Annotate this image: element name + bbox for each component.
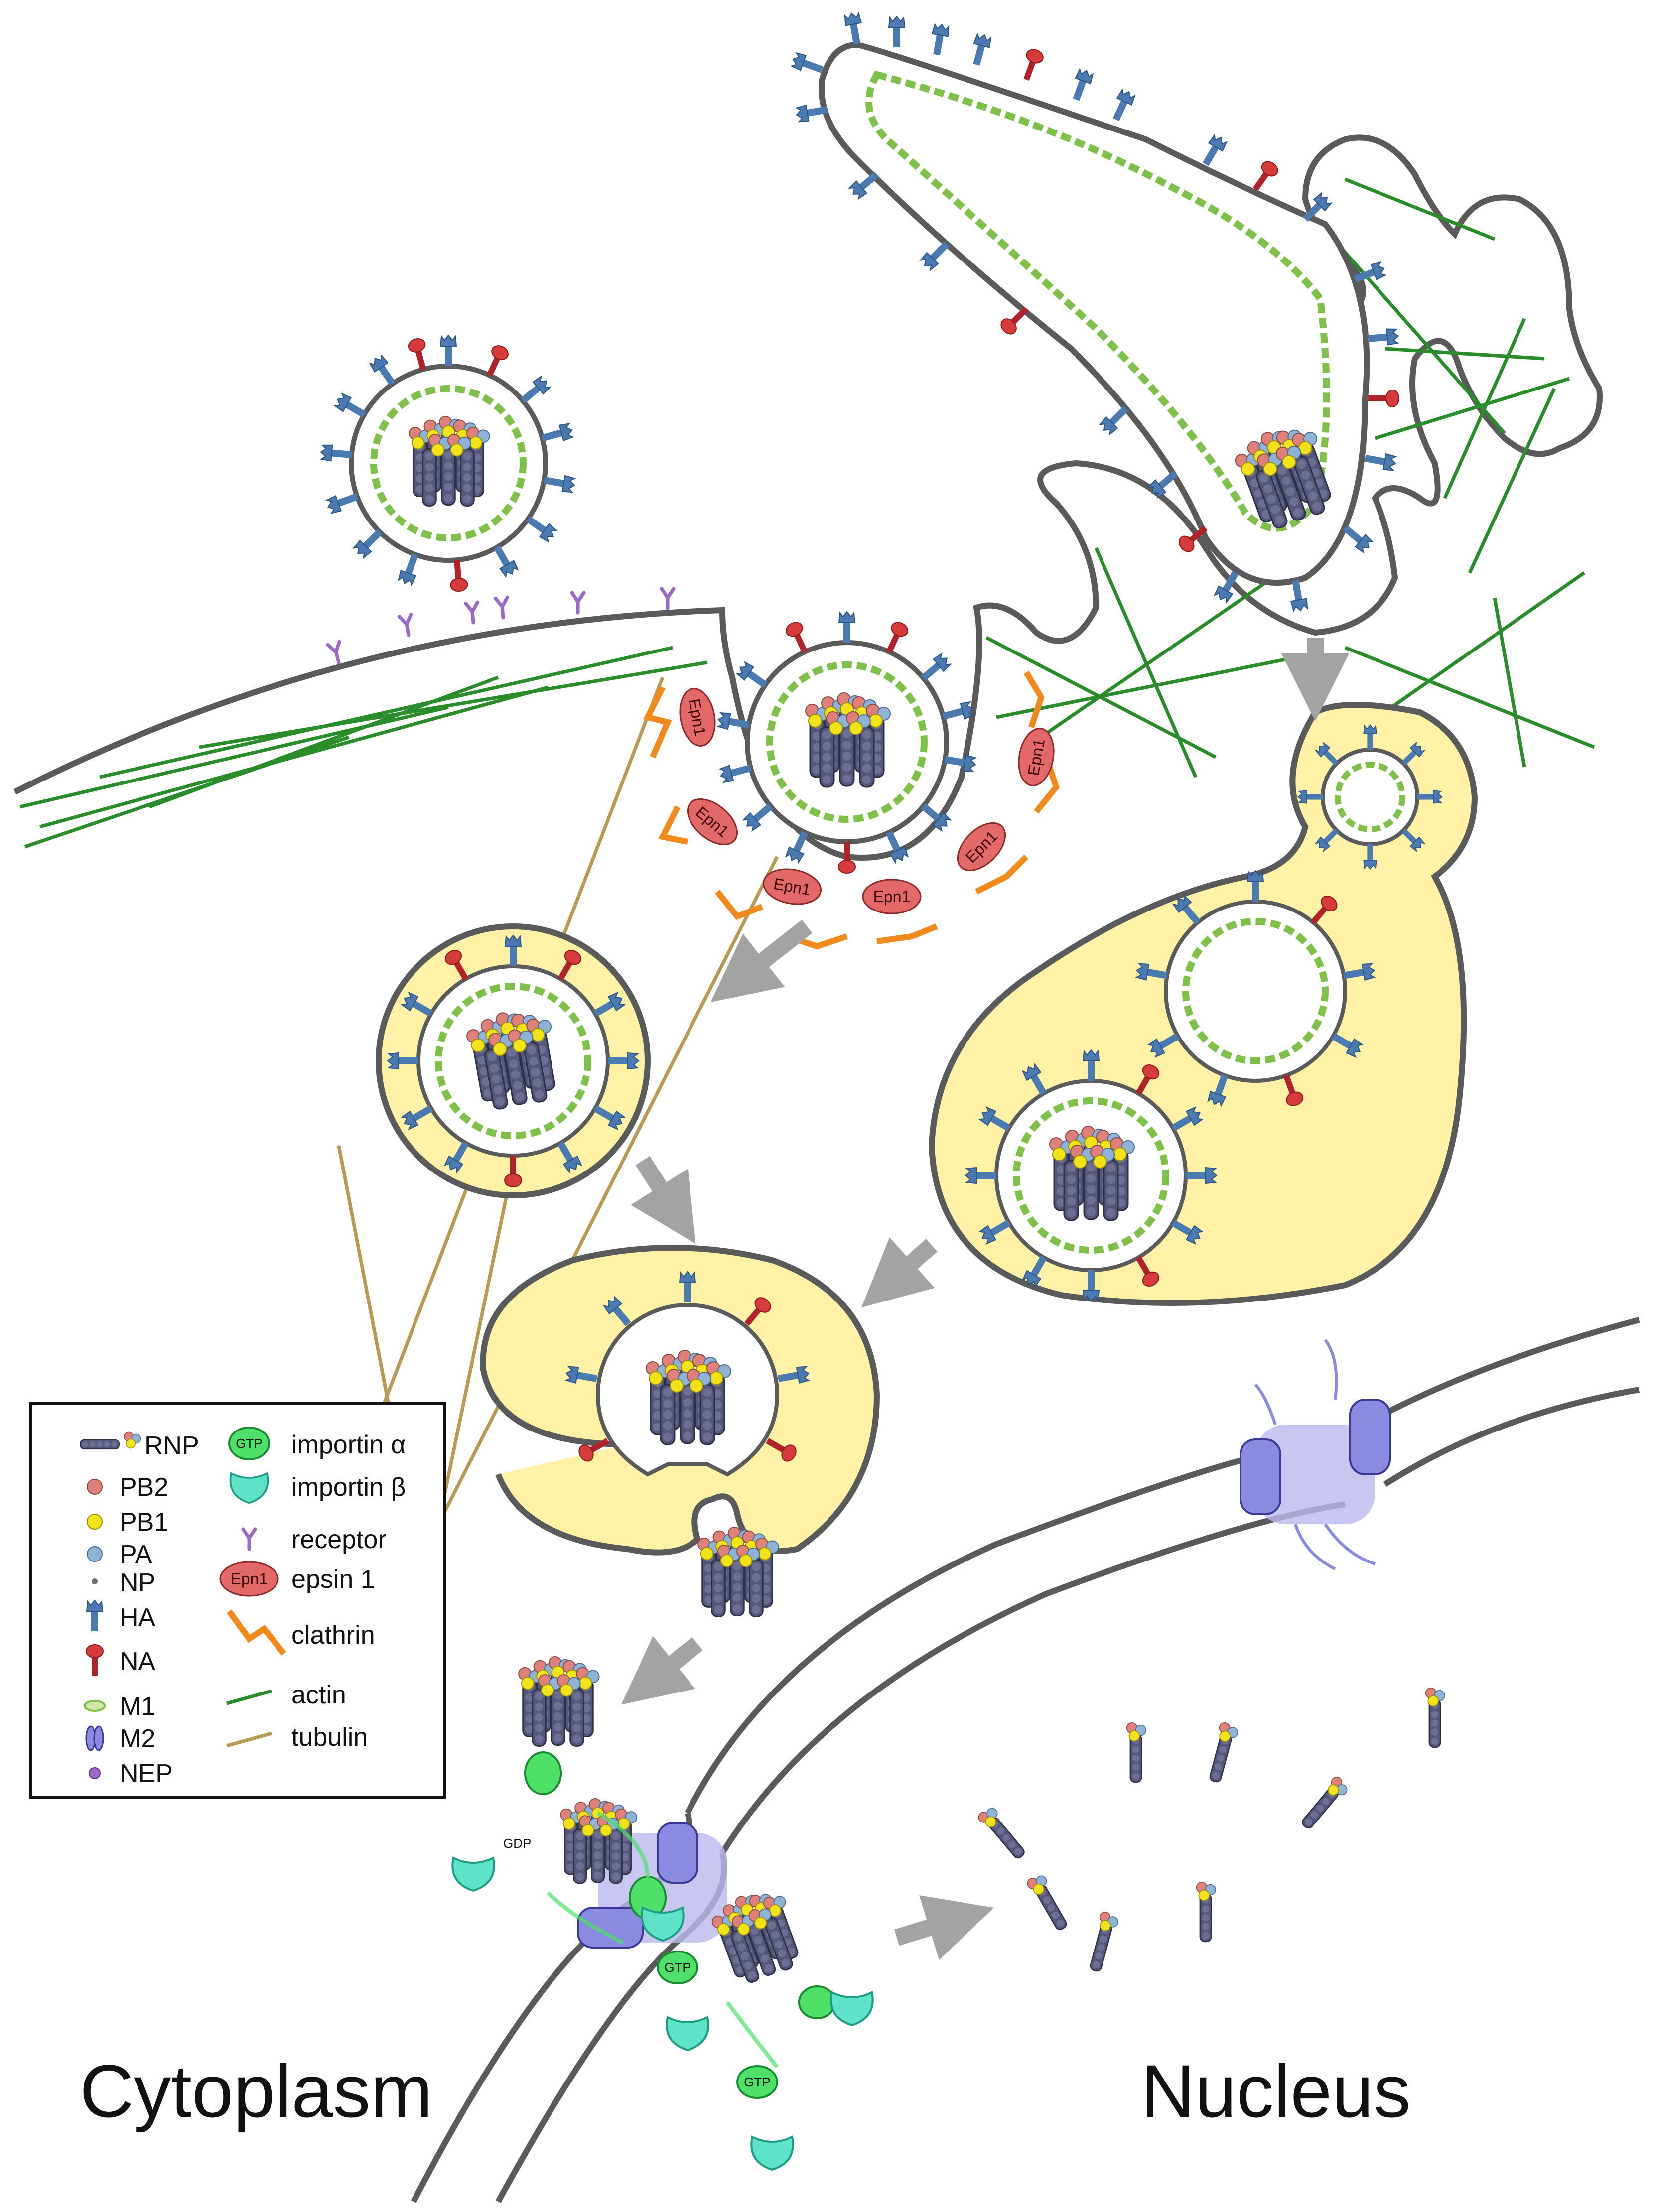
legend: RNP PB2 PB1 PA NP HA NA M1 M2 NEP GTP Ep… [29, 1402, 446, 1799]
legend-label-rnp: RNP [144, 1431, 199, 1460]
surface-receptors [328, 589, 674, 664]
gtp-label: GTP [744, 2075, 770, 2089]
epsin-label: Epn1 [873, 888, 911, 906]
epsin-icon: Epn1 [219, 1561, 279, 1597]
m2-icon [85, 1725, 104, 1751]
actin-icon [226, 1689, 272, 1705]
legend-label-na: NA [120, 1647, 156, 1676]
nep-icon [89, 1767, 101, 1779]
pa-icon [87, 1546, 103, 1562]
filamentous-virion [790, 11, 1400, 613]
legend-label-actin: actin [291, 1681, 346, 1709]
gtp-label: GTP [664, 1960, 690, 1975]
importin-alpha-group: GTP GTP [524, 1751, 836, 2099]
clathrin-icon [227, 1609, 286, 1656]
legend-label-ha: HA [120, 1603, 156, 1632]
legend-label-epsin: epsin 1 [291, 1565, 375, 1594]
cytoplasm-label: Cytoplasm [80, 2049, 433, 2133]
legend-label-clathrin: clathrin [291, 1621, 375, 1650]
actin-filaments [19, 177, 1595, 849]
virion-clathrin-pit [716, 611, 977, 874]
legend-label-importin-beta: importin β [291, 1473, 406, 1502]
legend-label-tubulin: tubulin [291, 1723, 368, 1752]
legend-icons-col2: GTP Epn1 [219, 1427, 286, 1748]
importin-recycling-arrows [547, 1811, 779, 2069]
legend-label-nep: NEP [120, 1759, 173, 1788]
macropinosome [928, 702, 1478, 1306]
late-endosome-fusion [480, 1245, 880, 1556]
legend-label-np: NP [120, 1568, 155, 1597]
virion-attached [349, 364, 548, 563]
legend-icons-col1 [80, 1431, 141, 1779]
nuclear-rnps [976, 1688, 1445, 1973]
nuclear-pore-upper [1240, 1339, 1391, 1570]
pb1-icon [87, 1514, 103, 1530]
tubulin-icon [226, 1731, 272, 1748]
epsin-label: Epn1 [231, 1570, 268, 1588]
gdp-label: GDP [503, 1836, 531, 1851]
importin-alpha-icon: GTP [228, 1427, 270, 1460]
process-arrows [621, 638, 1349, 1960]
gtp-label: GTP [236, 1436, 262, 1451]
legend-label-m1: M1 [120, 1692, 155, 1721]
legend-label-pb1: PB1 [120, 1508, 168, 1537]
m1-icon [84, 1700, 106, 1712]
legend-labels-col2: importin α importin β receptor epsin 1 c… [291, 1431, 406, 1752]
legend-label-importin-alpha: importin α [291, 1431, 406, 1459]
legend-label-pb2: PB2 [120, 1473, 168, 1502]
rnp-icon [80, 1439, 120, 1450]
plasma-membrane [13, 134, 1603, 861]
early-endosome [376, 923, 651, 1198]
legend-labels-col1: RNP PB2 PB1 PA NP HA NA M1 M2 NEP [120, 1431, 199, 1788]
nucleus-label: Nucleus [1141, 2049, 1411, 2133]
legend-label-pa: PA [120, 1540, 152, 1569]
released-rnp-bundle [519, 1527, 779, 1746]
epsin-1: Epn1 Epn1 Epn1 Epn1 Epn1 Epn1 [679, 688, 1055, 914]
legend-label-receptor: receptor [291, 1525, 387, 1554]
legend-label-m2: M2 [120, 1724, 155, 1753]
np-icon [92, 1578, 98, 1584]
pb2-icon [87, 1479, 103, 1495]
